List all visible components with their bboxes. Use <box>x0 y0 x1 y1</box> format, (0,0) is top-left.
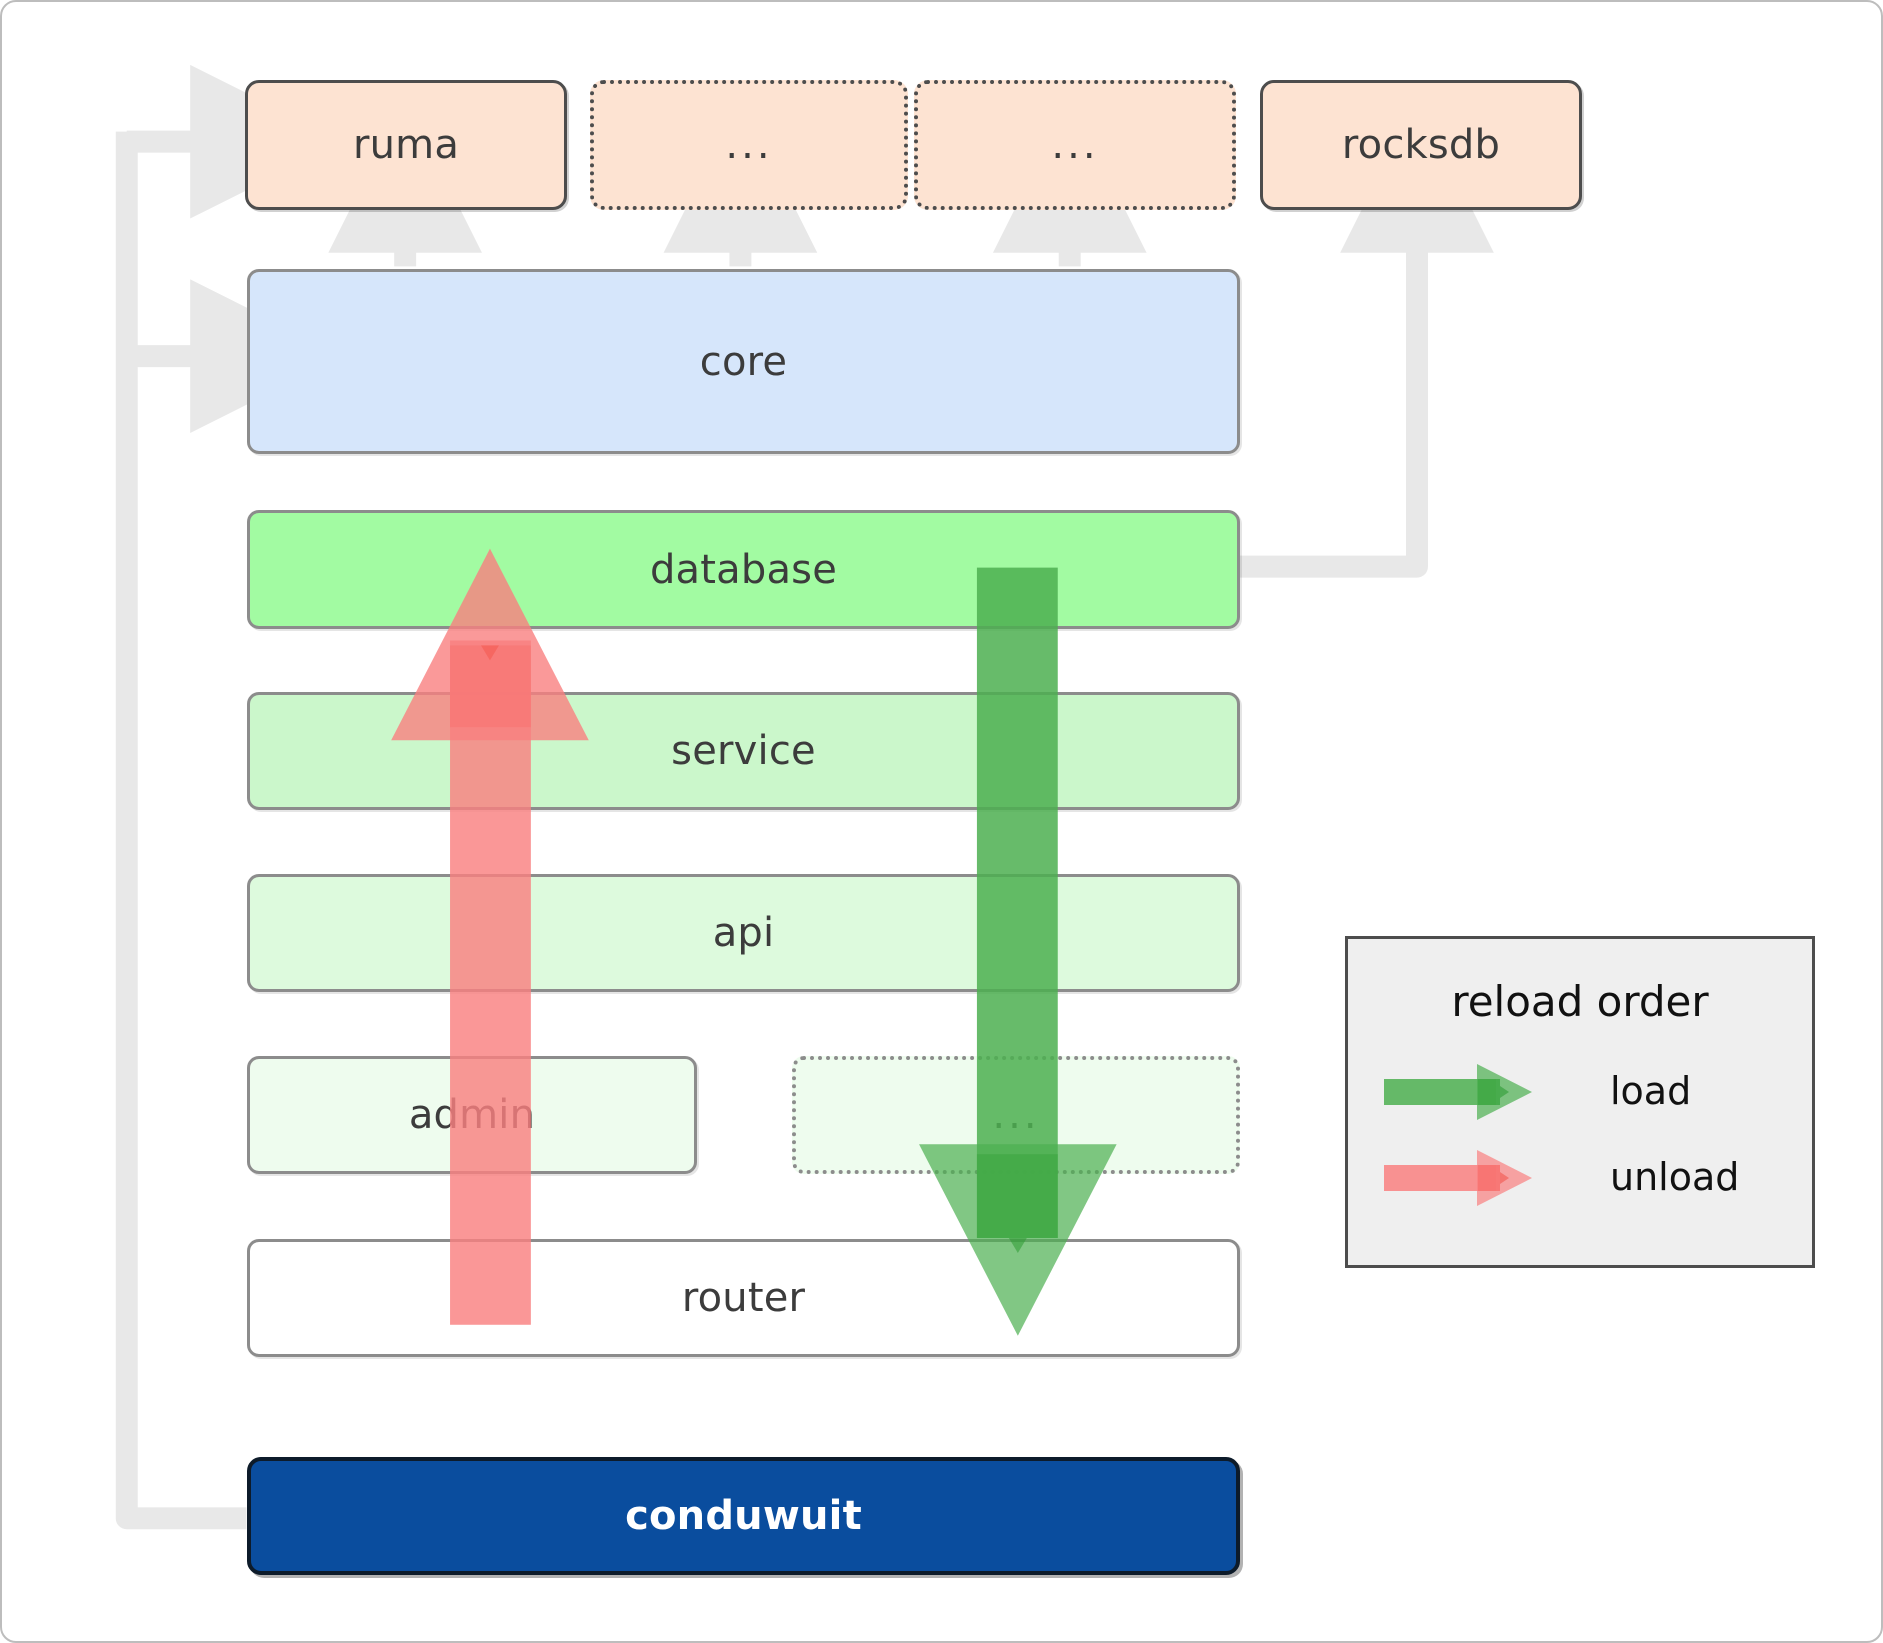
legend-panel: reload order load unloa <box>1345 936 1815 1268</box>
legend-row-load: load <box>1348 1048 1812 1134</box>
layer-box-core[interactable]: core <box>247 269 1240 454</box>
layer-box-database[interactable]: database <box>247 510 1240 629</box>
legend-load-arrow-icon <box>1384 1064 1532 1120</box>
layer-label-core: core <box>699 338 788 385</box>
legend-label-load: load <box>1610 1069 1692 1113</box>
connector-database-to-rocksdb <box>1235 99 1494 578</box>
legend-row-unload: unload <box>1348 1134 1812 1220</box>
legend-label-unload: unload <box>1610 1155 1740 1199</box>
layer-box-api[interactable]: api <box>247 874 1240 992</box>
unload-arrow <box>391 548 589 1325</box>
legend-title: reload order <box>1451 977 1709 1026</box>
root-box-conduwuit[interactable]: conduwuit <box>247 1457 1240 1575</box>
layer-box-router[interactable]: router <box>247 1239 1240 1357</box>
legend-unload-arrow-icon <box>1384 1150 1532 1206</box>
layer-label-router: router <box>681 1275 806 1321</box>
connector-root-trunk <box>115 131 247 1530</box>
root-label-conduwuit: conduwuit <box>625 1493 862 1539</box>
layer-label-service: service <box>671 728 816 774</box>
load-arrow <box>919 567 1117 1336</box>
layer-label-api: api <box>712 910 775 956</box>
layer-label-database: database <box>649 546 838 593</box>
